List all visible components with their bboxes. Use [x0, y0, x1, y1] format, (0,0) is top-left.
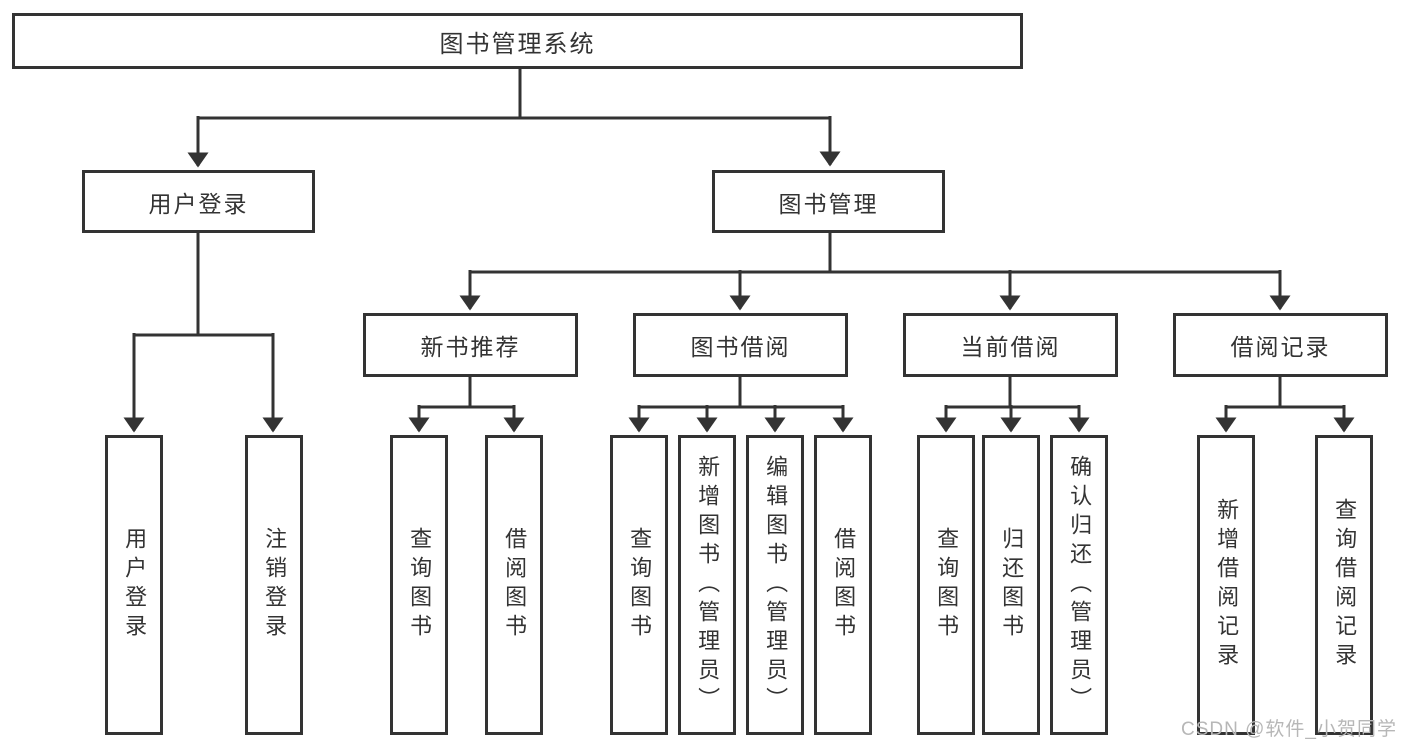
leaf-logout: 注销登录	[245, 435, 303, 735]
connector-root-to-level2	[187, 69, 841, 168]
leaf-cb-return-book: 归还图书	[982, 435, 1040, 735]
node-borrow-record: 借阅记录	[1173, 313, 1388, 377]
node-user-login-label: 用户登录	[148, 190, 249, 217]
node-root-system-label: 图书管理系统	[439, 30, 596, 58]
connector-book-mgmt-to-level3	[459, 233, 1291, 311]
node-book-borrow: 图书借阅	[633, 313, 848, 377]
connector-book-borrow-to-leaves	[628, 377, 854, 433]
csdn-watermark: CSDN @软件_小贺同学	[1181, 719, 1397, 740]
leaf-cb-confirm-return-admin-label: 确认归还（管理员）	[1067, 454, 1093, 716]
connector-user-login-to-leaves	[123, 233, 284, 433]
leaf-bb-edit-book-admin: 编辑图书（管理员）	[746, 435, 804, 735]
node-new-book-recommend: 新书推荐	[363, 313, 578, 377]
leaf-br-query-record-label: 查询借阅记录	[1332, 498, 1358, 672]
leaf-br-add-record: 新增借阅记录	[1197, 435, 1255, 735]
connector-new-book-rec-to-leaves	[408, 377, 525, 433]
node-book-borrow-label: 图书借阅	[690, 334, 791, 360]
node-borrow-record-label: 借阅记录	[1230, 334, 1331, 360]
leaf-rec-query-book-label: 查询图书	[407, 527, 433, 643]
leaf-cb-query-book: 查询图书	[917, 435, 975, 735]
node-book-management: 图书管理	[712, 170, 945, 233]
node-current-borrow: 当前借阅	[903, 313, 1118, 377]
node-current-borrow-label: 当前借阅	[960, 334, 1061, 360]
leaf-user-login: 用户登录	[105, 435, 163, 735]
leaf-bb-add-book-admin: 新增图书（管理员）	[678, 435, 736, 735]
leaf-bb-edit-book-admin-label: 编辑图书（管理员）	[763, 454, 789, 716]
node-root-system: 图书管理系统	[12, 13, 1023, 69]
leaf-cb-confirm-return-admin: 确认归还（管理员）	[1050, 435, 1108, 735]
leaf-cb-return-book-label: 归还图书	[999, 527, 1025, 643]
connector-current-borrow-to-leaves	[935, 377, 1090, 433]
leaf-bb-borrow-book-label: 借阅图书	[831, 527, 857, 643]
leaf-bb-add-book-admin-label: 新增图书（管理员）	[695, 454, 721, 716]
leaf-bb-query-book-label: 查询图书	[627, 527, 653, 643]
leaf-rec-borrow-book: 借阅图书	[485, 435, 543, 735]
node-user-login: 用户登录	[82, 170, 315, 233]
connector-borrow-record-to-leaves	[1215, 377, 1355, 433]
leaf-br-query-record: 查询借阅记录	[1315, 435, 1373, 735]
leaf-bb-borrow-book: 借阅图书	[814, 435, 872, 735]
leaf-cb-query-book-label: 查询图书	[934, 527, 960, 643]
leaf-bb-query-book: 查询图书	[610, 435, 668, 735]
leaf-user-login-label: 用户登录	[122, 527, 148, 643]
node-book-management-label: 图书管理	[778, 190, 879, 217]
leaf-rec-query-book: 查询图书	[390, 435, 448, 735]
node-new-book-recommend-label: 新书推荐	[420, 334, 521, 360]
leaf-logout-label: 注销登录	[262, 527, 288, 643]
leaf-br-add-record-label: 新增借阅记录	[1214, 498, 1240, 672]
leaf-rec-borrow-book-label: 借阅图书	[502, 527, 528, 643]
